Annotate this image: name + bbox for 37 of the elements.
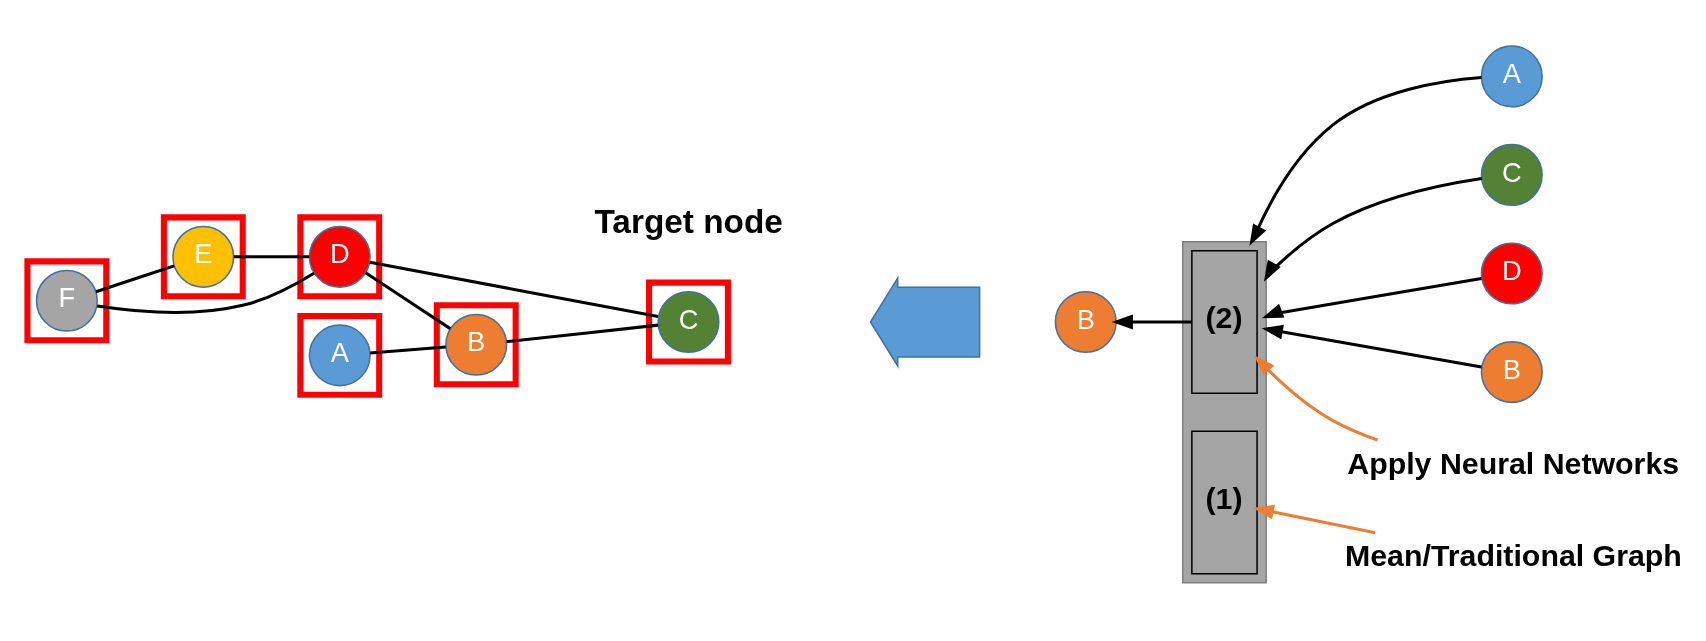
node-circle: C	[1480, 143, 1543, 207]
node-text: Apply Neural Networks	[1347, 446, 1680, 480]
node-circle: B	[1054, 290, 1117, 354]
connector	[364, 271, 452, 330]
arrow	[1252, 504, 1376, 535]
arrow	[1111, 314, 1192, 330]
arrow	[1263, 177, 1482, 282]
node-arrow	[869, 275, 981, 369]
node-circle: D	[1480, 242, 1543, 305]
arrow	[1249, 75, 1482, 246]
connector	[369, 260, 659, 319]
node-circle: B	[1480, 340, 1543, 404]
connector	[97, 271, 315, 314]
node-circle: A	[1480, 45, 1543, 108]
node-box: (1)	[1191, 430, 1258, 575]
cluster	[297, 214, 383, 300]
connector	[233, 255, 310, 259]
node-circle: E	[172, 225, 235, 288]
node-text: Mean/Traditional Graph	[1345, 539, 1682, 573]
arrow	[1261, 324, 1482, 369]
cluster	[160, 214, 246, 300]
node-circle: D	[308, 225, 371, 288]
label: Target node	[594, 203, 783, 241]
arrow	[1261, 276, 1482, 319]
cluster	[297, 312, 383, 398]
node-circle: A	[308, 324, 371, 387]
arrow	[1254, 355, 1379, 442]
cluster	[1182, 240, 1267, 584]
node-circle: B	[445, 313, 508, 376]
cluster	[646, 279, 731, 365]
connector	[370, 345, 446, 355]
cluster	[24, 258, 110, 344]
node-circle: F	[35, 269, 98, 332]
node-circle: C	[657, 290, 720, 354]
cluster	[433, 302, 519, 388]
node-box: (2)	[1191, 250, 1258, 395]
connector	[506, 323, 659, 344]
